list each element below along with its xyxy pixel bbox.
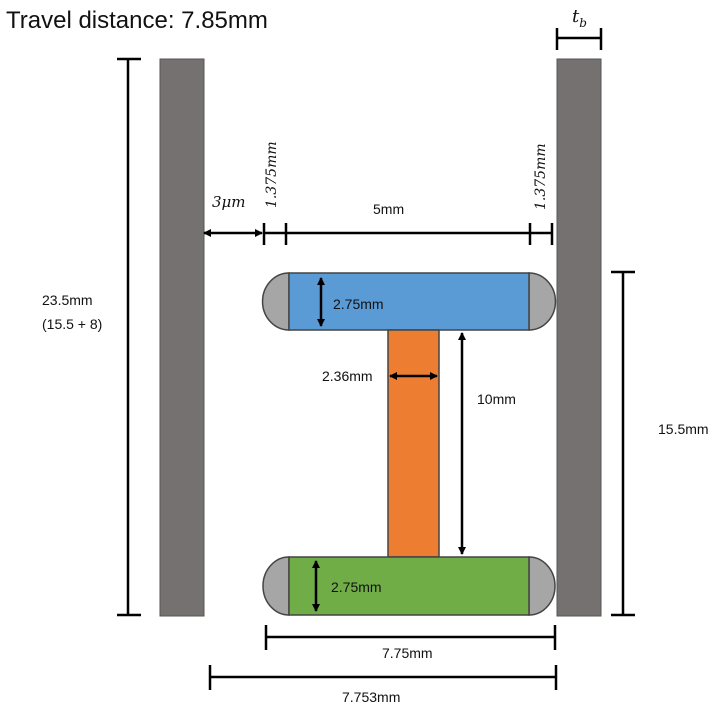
top-right-cap xyxy=(528,272,557,331)
bottom-right-cap xyxy=(528,556,556,616)
top-bar xyxy=(261,272,557,331)
clearance-dimension: 3μm 5mm 1.375mm 1.375mm xyxy=(203,141,554,245)
stem-width-label: 2.36mm xyxy=(322,368,373,384)
stem xyxy=(387,329,440,558)
plate-thickness-dimension: tb xyxy=(555,6,603,50)
height-total-label-2: (15.5 + 8) xyxy=(42,316,102,332)
top-left-cap xyxy=(261,272,290,331)
left-plate xyxy=(159,58,205,617)
stem-length-label: 10mm xyxy=(477,391,516,407)
bottom-bar-thickness-dimension: 2.75mm xyxy=(312,560,382,612)
bottom-left-cap xyxy=(262,556,290,616)
gap-3um-label: 3μm xyxy=(212,193,246,211)
total-height-dimension: 23.5mm (15.5 + 8) xyxy=(42,57,141,617)
right-clearance-label: 1.375mm xyxy=(533,143,549,210)
bottom-bar-body xyxy=(288,556,530,616)
right-height-dimension: 15.5mm xyxy=(611,270,709,617)
width-7753-label: 7.753mm xyxy=(342,689,400,705)
stem-width-dimension: 2.36mm xyxy=(322,368,438,384)
right-plate xyxy=(556,58,602,617)
left-clearance-label: 1.375mm xyxy=(264,141,280,208)
stem-length-dimension: 10mm xyxy=(458,332,516,555)
tb-label: tb xyxy=(572,6,587,30)
top-bar-thickness-dimension: 2.75mm xyxy=(317,277,384,327)
bottom-thickness-label: 2.75mm xyxy=(331,579,382,595)
span-5mm-label: 5mm xyxy=(373,201,404,217)
top-thickness-label: 2.75mm xyxy=(333,296,384,312)
bottom-bar xyxy=(262,556,556,616)
width-775-dimension: 7.75mm xyxy=(264,625,557,661)
width-7753-dimension: 7.753mm xyxy=(208,665,558,705)
diagram-title: Travel distance: 7.85mm xyxy=(6,7,268,34)
height-total-label-1: 23.5mm xyxy=(42,292,93,308)
width-775-label: 7.75mm xyxy=(382,645,433,661)
top-bar-body xyxy=(288,272,530,331)
height-right-label: 15.5mm xyxy=(658,421,709,437)
